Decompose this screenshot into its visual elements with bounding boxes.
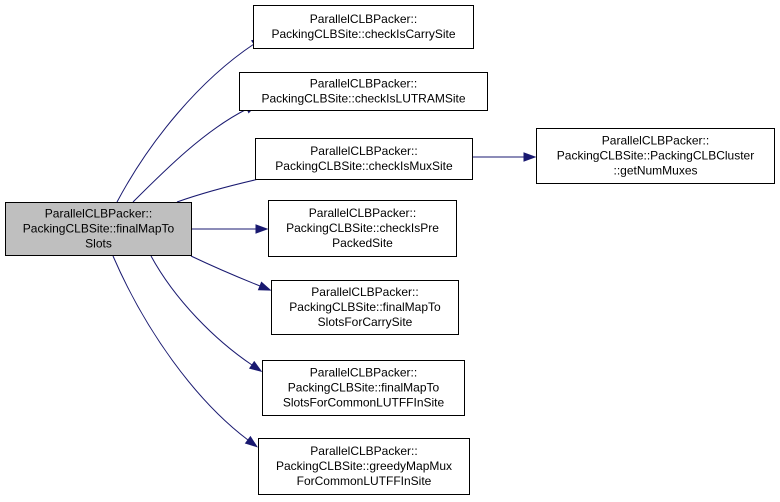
node-label-line: ParallelCLBPacker:: — [311, 285, 418, 299]
node-label-line: PackingCLBSite::finalMapTo — [289, 300, 441, 314]
edge-root-to-finalMapToSlotsForCommonLUTFFInSite — [150, 255, 263, 372]
edge-line — [190, 255, 261, 287]
node-checkIsPrePackedSite[interactable]: ParallelCLBPacker::PackingCLBSite::check… — [268, 200, 457, 257]
node-box — [255, 138, 473, 180]
node-root[interactable]: ParallelCLBPacker::PackingCLBSite::final… — [5, 202, 192, 256]
node-label-line: PackingCLBSite::finalMapTo — [23, 222, 175, 236]
node-box — [5, 202, 192, 256]
node-box — [536, 128, 775, 184]
edge-line — [150, 255, 253, 366]
node-label-line: SlotsForCarrySite — [318, 315, 413, 329]
node-box — [239, 72, 488, 111]
node-label-line: ParallelCLBPacker:: — [45, 207, 152, 221]
node-label-line: PackingCLBSite::finalMapTo — [288, 381, 440, 395]
edge-line — [116, 43, 255, 203]
edge-line — [132, 108, 248, 203]
node-label-line: Slots — [85, 237, 112, 251]
edge-checkIsMuxSite-to-getNumMuxes — [472, 152, 537, 162]
node-label-line: ParallelCLBPacker:: — [309, 206, 416, 220]
node-label-line: PackingCLBSite::checkIsLUTRAMSite — [261, 92, 465, 106]
node-box — [258, 438, 470, 495]
arrowhead-icon — [248, 360, 263, 372]
edge-root-to-checkIsLUTRAMSite — [132, 103, 259, 203]
arrowhead-icon — [523, 152, 537, 162]
node-checkIsCarrySite[interactable]: ParallelCLBPacker::PackingCLBSite::check… — [253, 5, 474, 49]
node-label-line: SlotsForCommonLUTFFInSite — [283, 396, 445, 410]
node-label-line: ParallelCLBPacker:: — [310, 144, 417, 158]
node-box — [271, 280, 459, 335]
node-greedyMapMuxForCommonLUTFFInSite[interactable]: ParallelCLBPacker::PackingCLBSite::greed… — [258, 438, 470, 495]
edge-root-to-finalMapToSlotsForCarrySite — [190, 255, 272, 291]
node-label-line: ::getNumMuxes — [613, 164, 697, 178]
node-box — [253, 5, 474, 49]
node-label-line: PackedSite — [332, 236, 393, 250]
node-finalMapToSlotsForCommonLUTFFInSite[interactable]: ParallelCLBPacker::PackingCLBSite::final… — [262, 360, 465, 416]
node-label-line: PackingCLBSite::PackingCLBCluster — [557, 149, 754, 163]
node-label-line: PackingCLBSite::checkIsMuxSite — [275, 159, 453, 173]
node-label-line: PackingCLBSite::greedyMapMux — [276, 459, 452, 473]
node-box — [268, 200, 457, 257]
node-label-line: ParallelCLBPacker:: — [602, 134, 709, 148]
nodes-layer: ParallelCLBPacker::PackingCLBSite::final… — [5, 5, 775, 495]
arrowhead-icon — [255, 224, 269, 234]
node-checkIsMuxSite[interactable]: ParallelCLBPacker::PackingCLBSite::check… — [255, 138, 473, 180]
node-label-line: ParallelCLBPacker:: — [310, 444, 417, 458]
edge-line — [112, 255, 249, 441]
node-label-line: PackingCLBSite::checkIsCarrySite — [271, 27, 455, 41]
arrowhead-icon — [244, 435, 258, 448]
arrowhead-icon — [257, 281, 272, 291]
node-label-line: PackingCLBSite::checkIsPre — [286, 221, 439, 235]
node-finalMapToSlotsForCarrySite[interactable]: ParallelCLBPacker::PackingCLBSite::final… — [271, 280, 459, 335]
node-label-line: ParallelCLBPacker:: — [310, 12, 417, 26]
edge-root-to-checkIsCarrySite — [116, 37, 265, 203]
edge-root-to-greedyMapMuxForCommonLUTFFInSite — [112, 255, 258, 448]
node-label-line: ForCommonLUTFFInSite — [297, 474, 432, 488]
node-getNumMuxes[interactable]: ParallelCLBPacker::PackingCLBSite::Packi… — [536, 128, 775, 184]
node-box — [262, 360, 465, 416]
node-label-line: ParallelCLBPacker:: — [310, 366, 417, 380]
node-label-line: ParallelCLBPacker:: — [310, 77, 417, 91]
edge-root-to-checkIsPrePackedSite — [190, 224, 269, 234]
node-checkIsLUTRAMSite[interactable]: ParallelCLBPacker::PackingCLBSite::check… — [239, 72, 488, 111]
